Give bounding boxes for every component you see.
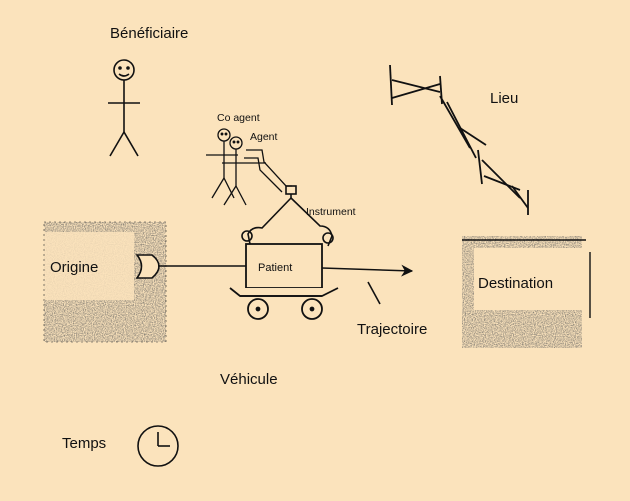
trajectory-arrow bbox=[321, 264, 414, 277]
co-agent-label: Co agent bbox=[217, 112, 260, 124]
vehicule-label: Véhicule bbox=[220, 371, 278, 388]
destination-box bbox=[462, 236, 591, 348]
beneficiary-stick-figure bbox=[108, 59, 140, 157]
destination-label: Destination bbox=[478, 275, 553, 292]
origine-label: Origine bbox=[50, 259, 98, 276]
origine-box bbox=[43, 221, 167, 343]
agent-stick-figures bbox=[206, 128, 292, 206]
instrument-claw bbox=[241, 185, 334, 247]
clock-icon bbox=[137, 425, 179, 467]
beneficiaire-label: Bénéficiaire bbox=[110, 25, 188, 42]
lieu-label: Lieu bbox=[490, 90, 518, 107]
temps-label: Temps bbox=[62, 435, 106, 452]
agent-label: Agent bbox=[250, 131, 278, 143]
lieu-place-icon bbox=[389, 64, 529, 215]
trajectoire-label: Trajectoire bbox=[357, 321, 427, 338]
trajectoire-pointer bbox=[367, 281, 381, 305]
instrument-label: Instrument bbox=[306, 206, 356, 218]
patient-label: Patient bbox=[258, 262, 292, 274]
origine-exit-gate bbox=[135, 254, 160, 279]
vehicle-cart bbox=[229, 243, 339, 320]
